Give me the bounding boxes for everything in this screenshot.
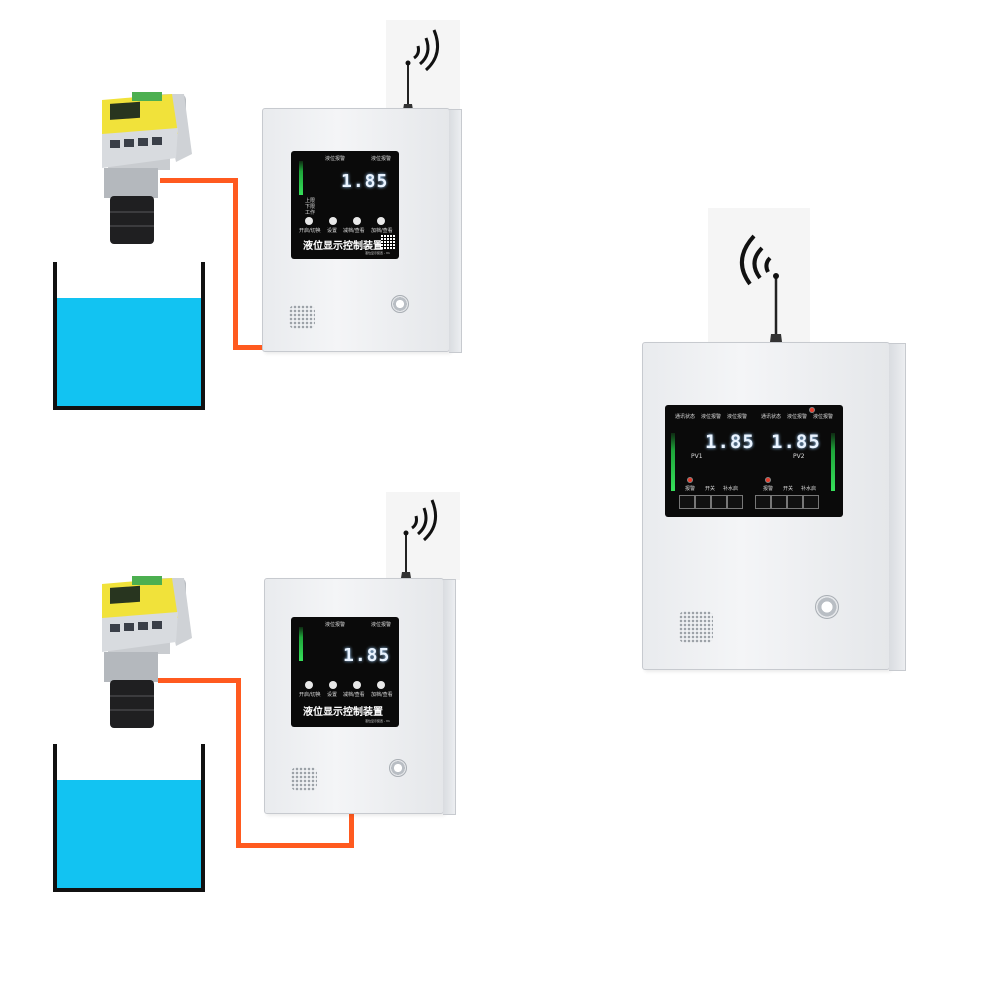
model-label-bottom: 液位显示装置 - V1 [365, 719, 390, 723]
reading-channel-1: 1.85 [705, 431, 755, 453]
button-label-power: 开启/切换 [299, 692, 321, 698]
signal-icon [413, 45, 420, 60]
controller-cabinet-bottom: 液位报警 液位报警 1.85 开启/切换 设置 减档/查看 加档/查看 液位显示… [264, 578, 456, 815]
indicator-label-right: 液位报警 [371, 156, 392, 162]
qr-code-icon [381, 235, 395, 249]
level-bar-1 [671, 433, 675, 491]
cabinet-side [889, 343, 906, 671]
key-lock-top[interactable] [391, 295, 409, 313]
control-panel-top: 液位报警 液位报警 1.85 上限 下限 工作 开启/切换 设置 减档/查看 加… [291, 151, 399, 259]
level-reading-top: 1.85 [341, 171, 389, 192]
control-key[interactable] [727, 495, 743, 509]
status-led [809, 407, 815, 413]
ultrasonic-sensor-top [102, 92, 192, 244]
settings-button-bottom[interactable] [329, 681, 337, 689]
button-label-decrease: 减档/查看 [343, 228, 365, 234]
indicator-label-left: 液位报警 [325, 156, 346, 162]
button-label-increase: 加档/查看 [371, 692, 393, 698]
row-label-left-1: 报警 [685, 486, 696, 492]
device-title-bottom: 液位显示控制装置 [303, 707, 383, 718]
reading-channel-2: 1.85 [771, 431, 821, 453]
cable-bottom-2 [236, 678, 241, 848]
antenna-bottom [386, 492, 460, 580]
cable-top-1 [160, 178, 238, 183]
row-label-right-3: 补水启 [801, 486, 817, 492]
button-label-settings: 设置 [327, 692, 338, 698]
cable-bottom-1 [158, 678, 240, 683]
button-label-increase: 加档/查看 [371, 228, 393, 234]
button-label-decrease: 减档/查看 [343, 692, 365, 698]
speaker-grille-bottom [291, 767, 317, 791]
receiver-cabinet: 通讯状态 液位报警 液位报警 通讯状态 液位报警 液位报警 1.85 1.85 … [642, 342, 906, 671]
top-label-6: 液位报警 [813, 414, 834, 420]
device-title-top: 液位显示控制装置 [303, 241, 383, 252]
water-level-top [57, 298, 201, 406]
decrease-button-top[interactable] [353, 217, 361, 225]
cable-bottom-4 [349, 812, 354, 848]
key-lock-bottom[interactable] [389, 759, 407, 777]
control-key[interactable] [771, 495, 787, 509]
ultrasonic-sensor-bottom [102, 576, 192, 728]
control-key[interactable] [803, 495, 819, 509]
decrease-button-bottom[interactable] [353, 681, 361, 689]
alarm-led [687, 477, 693, 483]
level-bar-2 [831, 433, 835, 491]
control-key[interactable] [695, 495, 711, 509]
water-tank-bottom [53, 744, 205, 892]
row-label-left-3: 补水启 [723, 486, 739, 492]
cable-top-2 [233, 178, 238, 350]
increase-button-bottom[interactable] [377, 681, 385, 689]
cabinet-side [449, 109, 462, 353]
speaker-grille-receiver [679, 611, 713, 643]
channel-label-2: PV2 [793, 453, 805, 460]
control-key[interactable] [755, 495, 771, 509]
signal-icon [411, 515, 418, 530]
antenna-top [386, 20, 460, 112]
water-tank-top [53, 262, 205, 410]
power-button-bottom[interactable] [305, 681, 313, 689]
row-label-right-2: 开关 [783, 486, 794, 492]
indicator-label-left: 液位报警 [325, 622, 346, 628]
level-bar-top [299, 161, 303, 195]
level-reading-bottom: 1.85 [343, 645, 391, 666]
top-label-2: 液位报警 [701, 414, 722, 420]
control-key[interactable] [787, 495, 803, 509]
controller-cabinet-top: 液位报警 液位报警 1.85 上限 下限 工作 开启/切换 设置 减档/查看 加… [262, 108, 462, 353]
alarm-led [765, 477, 771, 483]
control-panel-bottom: 液位报警 液位报警 1.85 开启/切换 设置 减档/查看 加档/查看 液位显示… [291, 617, 399, 727]
settings-button-top[interactable] [329, 217, 337, 225]
channel-label-1: PV1 [691, 453, 703, 460]
button-label-settings: 设置 [327, 228, 338, 234]
cable-bottom-3 [236, 843, 354, 848]
antenna-receiver [708, 208, 810, 344]
key-lock-receiver[interactable] [815, 595, 839, 619]
top-label-5: 液位报警 [787, 414, 808, 420]
status-label-upper: 上限 [305, 198, 316, 204]
power-button-top[interactable] [305, 217, 313, 225]
top-label-3: 液位报警 [727, 414, 748, 420]
indicator-label-right: 液位报警 [371, 622, 392, 628]
status-label-lower: 下限 [305, 204, 316, 210]
button-label-power: 开启/切换 [299, 228, 321, 234]
cabinet-side [443, 579, 456, 815]
control-key[interactable] [711, 495, 727, 509]
level-bar-bottom [299, 627, 303, 661]
row-label-right-1: 报警 [763, 486, 774, 492]
status-label-work: 工作 [305, 210, 316, 216]
receiver-panel: 通讯状态 液位报警 液位报警 通讯状态 液位报警 液位报警 1.85 1.85 … [665, 405, 843, 517]
row-label-left-2: 开关 [705, 486, 716, 492]
top-label-4: 通讯状态 [761, 414, 782, 420]
water-level-bottom [57, 780, 201, 888]
increase-button-top[interactable] [377, 217, 385, 225]
signal-icon [764, 256, 772, 273]
model-label-top: 液位显示装置 - V1 [365, 251, 390, 255]
speaker-grille-top [289, 305, 315, 329]
control-key[interactable] [679, 495, 695, 509]
top-label-1: 通讯状态 [675, 414, 696, 420]
